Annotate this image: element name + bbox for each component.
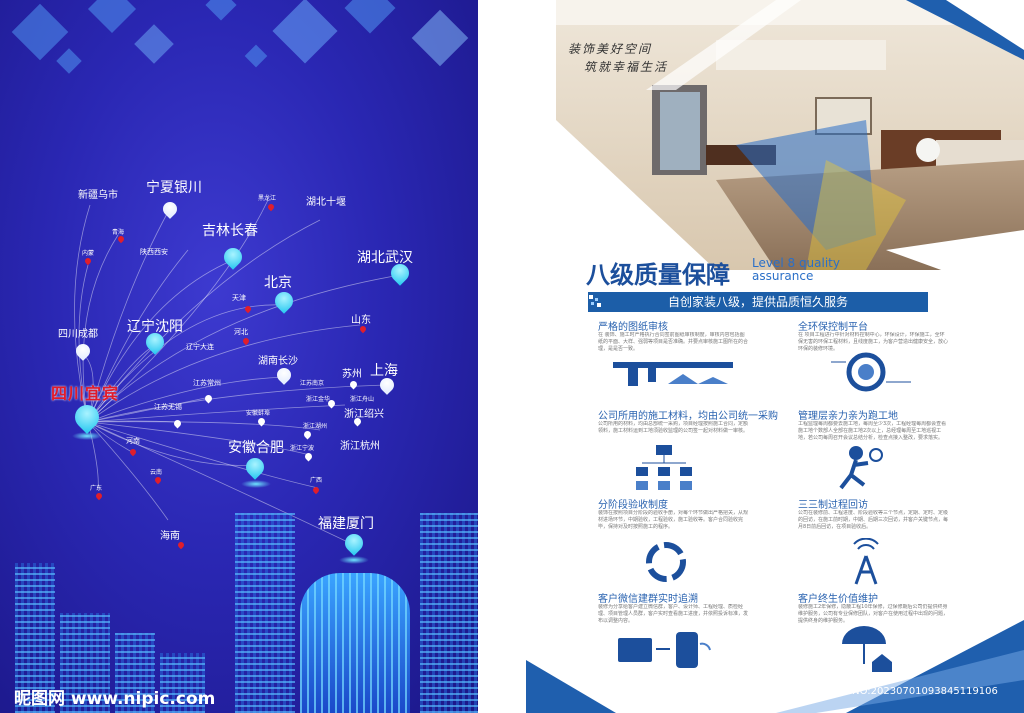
main-title: 八级质量保障 (586, 261, 730, 289)
cycle-icon (646, 542, 686, 582)
panel-gap (478, 0, 526, 713)
slogan-line-2: 筑就幸福生活 (584, 60, 669, 74)
section-2-title: 全环保控制平台 (798, 322, 868, 333)
label-beijing: 北京 (264, 275, 292, 291)
section-7-body: 装修为分享给客户建立微信群，客户、设计师、工程经理、质检经理、项目管理人员群，客… (598, 604, 748, 624)
section-8-body: 装修施工2年保修，隐蔽工程10年保修，过保修期后公司仍提供终身维护服务，公司有专… (798, 604, 948, 624)
caliper-icon (613, 362, 733, 386)
label-xinjiang: 新疆乌市 (78, 190, 118, 201)
section-1-body: 在 装饰、施工时严格执行合同签前图纸审核制度，审核内容包括图纸的平面、大样、强弱… (598, 332, 748, 352)
pin-glow (339, 556, 369, 564)
pixel-squares-icon (589, 295, 601, 307)
label-heilongjiang: 黑龙江 (258, 195, 277, 202)
section-5-body: 装饰在按照项目分阶段的验收手册，对每个环节做出严格把关，从规材进场环节，中期验收… (598, 510, 748, 530)
label-hebei: 河北 (234, 328, 248, 336)
section-8-title: 客户终生价值维护 (798, 594, 878, 605)
label-jilin: 吉林长春 (202, 223, 258, 239)
runner-icon (839, 446, 883, 490)
label-hubei-shiyan: 湖北十堰 (306, 197, 346, 208)
label-anhui-hefei: 安徽合肥 (228, 440, 284, 456)
label-sichuan-chengdu: 四川成都 (58, 329, 98, 340)
label-hubei-wuhan: 湖北武汉 (357, 250, 413, 266)
label-shanghai: 上海 (370, 363, 398, 379)
label-zhejiang-zhoushan: 浙江舟山 (350, 396, 375, 403)
label-guangdong: 广东 (90, 485, 103, 492)
label-guangxi: 广西 (310, 477, 323, 484)
section-2-body: 在 项目工程进行中针对材料控制中心，环保设计，环保施工，全环保无害的环保工程材料… (798, 332, 948, 352)
label-ningxia: 宁夏银川 (146, 180, 202, 196)
devices-icon (618, 632, 711, 668)
label-shaanxi: 陕西西安 (140, 248, 168, 256)
label-zhejiang-jinhua: 浙江金华 (306, 396, 331, 403)
decorative-stripes (526, 0, 1024, 713)
umbrella-house-icon (842, 626, 892, 672)
section-5-title: 分阶段验收制度 (598, 500, 668, 511)
section-4-body: 工程监理每周都要去施工地，每周至少3次，工程经理每周都会查看施工地个数部人全部在… (798, 421, 947, 441)
section-4-title: 管理层亲力亲为跑工地 (798, 411, 898, 422)
section-3-body: 公司所用的材料，均由总部统一采购，项目经理按照施工合同，定额领料，施工材料运到工… (598, 421, 748, 434)
section-6-body: 公司在装修前、工程进度、阶段验收等三个节点，定期、定时、定级的回访，在施工前时期… (798, 510, 948, 530)
banner: 自创家装八级，提供品质恒久服务 (588, 292, 928, 312)
label-fujian: 福建厦门 (318, 516, 374, 532)
section-1-title: 严格的图纸审核 (598, 322, 668, 333)
label-tianjin: 天津 (232, 294, 246, 302)
image-id-text: ID:32462315 NO:20230701093845119106 (784, 686, 998, 697)
title-en-line-1: Level 8 quality (752, 256, 840, 270)
pin-glow (241, 480, 271, 488)
label-hainan: 海南 (160, 531, 180, 542)
poster-right-panel: 装饰美好空间 筑就幸福生活 八级质量保障 Level 8 quality ass… (526, 0, 1024, 713)
label-jiangsu-wuxi: 江苏无锡 (154, 403, 182, 411)
label-jiangsu-nanjing: 江苏南京 (300, 380, 325, 387)
section-3-title: 公司所用的施工材料，均由公司统一采购 (598, 411, 778, 422)
slogan-line-1: 装饰美好空间 (568, 42, 653, 56)
label-suzhou: 苏州 (342, 369, 362, 380)
label-yunnan: 云南 (150, 469, 163, 476)
label-zhejiang-shaoxing: 浙江绍兴 (344, 409, 384, 420)
label-anhui-bengbu: 安徽蚌埠 (246, 410, 271, 417)
label-shandong: 山东 (351, 315, 371, 326)
pin-glow (72, 432, 102, 440)
label-qinghai: 青海 (112, 229, 125, 236)
eco-cycle-icon (831, 352, 911, 392)
label-jiangsu-changzhou: 江苏常州 (193, 379, 221, 387)
poster-left-panel: 四川宜宾 新疆乌市 宁夏银川 黑龙江 湖北十堰 青海 内蒙 陕西西安 吉林长春 … (0, 0, 478, 713)
label-hunan: 湖南长沙 (258, 356, 298, 367)
label-henan: 河南 (126, 437, 140, 445)
signal-tower-icon (853, 538, 879, 585)
label-zhejiang-ningbo: 浙江宁波 (290, 445, 315, 452)
section-7-title: 客户微信建群实时追溯 (598, 594, 698, 605)
label-neimeng: 内蒙 (82, 250, 95, 257)
label-liaoning-dalian: 辽宁大连 (186, 343, 214, 351)
watermark: 昵图网 www.nipic.com (14, 689, 216, 709)
title-en-line-2: assurance (752, 269, 814, 283)
section-6-title: 三三制过程回访 (798, 500, 868, 511)
label-zhejiang-huzhou: 浙江湖州 (303, 423, 328, 430)
label-zhejiang-hangzhou: 浙江杭州 (340, 441, 380, 452)
interior-photo-art (526, 0, 1024, 270)
highlight-city-label: 四川宜宾 (51, 384, 120, 403)
interior-photo: 装饰美好空间 筑就幸福生活 (526, 0, 1024, 270)
hierarchy-icon (636, 445, 692, 490)
label-liaoning-shenyang: 辽宁沈阳 (127, 319, 183, 335)
